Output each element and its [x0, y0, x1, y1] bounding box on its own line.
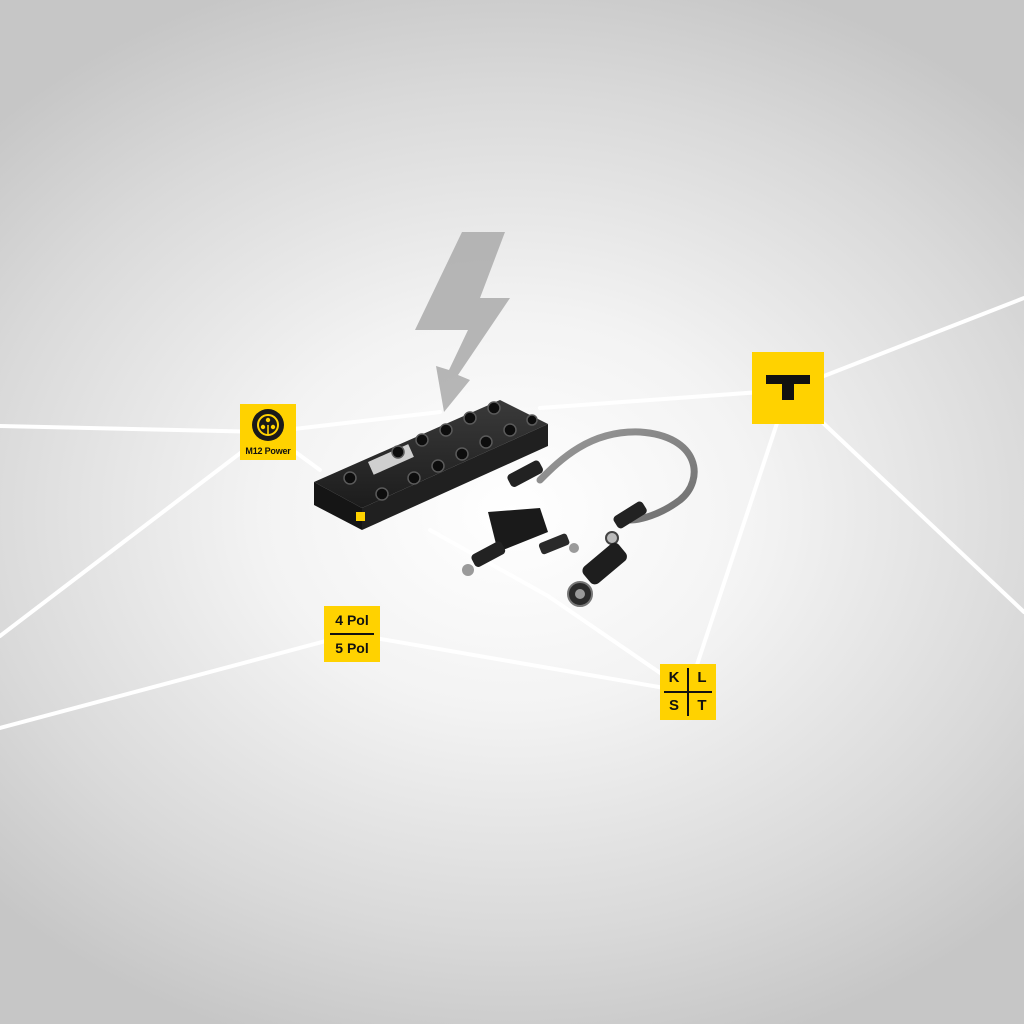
- coding-k: K: [668, 669, 680, 686]
- field-connector: [567, 542, 627, 607]
- network-line: [786, 296, 1024, 392]
- lightning-icon: [415, 232, 510, 412]
- coding-s: S: [668, 697, 679, 714]
- network-line: [350, 632, 690, 694]
- network-line: [0, 424, 270, 434]
- module-status-led: [356, 512, 365, 521]
- m12-power-label: M12 Power: [245, 446, 291, 456]
- module-ports: [343, 401, 538, 501]
- network-line: [0, 632, 354, 730]
- network-line: [686, 388, 790, 694]
- m12-power-badge: M12 Power: [240, 404, 296, 460]
- t-splitter: [462, 508, 579, 576]
- coding-l: L: [697, 669, 707, 686]
- pol-line-1: 4 Pol: [335, 612, 369, 628]
- network-line: [266, 410, 442, 434]
- coding-t: T: [697, 697, 707, 714]
- network-line: [428, 528, 550, 598]
- pol-badge: 4 Pol 5 Pol: [324, 606, 380, 662]
- cable-assembly: [507, 428, 698, 545]
- coding-badge: K L S T: [660, 664, 716, 720]
- m12-power-icon: [252, 409, 284, 441]
- t-connector-badge: [752, 352, 824, 424]
- network-line: [786, 388, 1024, 614]
- t-connector-icon: [766, 375, 810, 384]
- io-module: [314, 400, 548, 530]
- pol-line-2: 5 Pol: [335, 640, 369, 656]
- network-line: [0, 430, 270, 638]
- network-line: [538, 388, 790, 410]
